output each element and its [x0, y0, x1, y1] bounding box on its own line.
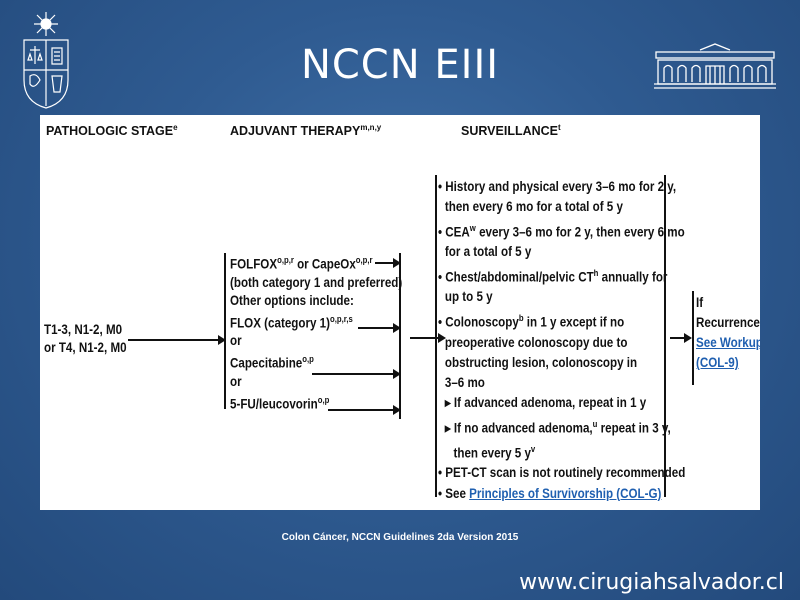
outcome-text: If Recurrence, See Workup (COL-9): [696, 293, 760, 373]
see-workup-link[interactable]: See Workup: [696, 335, 760, 350]
arrow-surveillance-to-outcome: [670, 333, 692, 343]
university-crest-logo: [23, 12, 69, 109]
surveillance-bracket: [435, 175, 437, 497]
surveillance-list: • History and physical every 3–6 mo for …: [438, 179, 686, 501]
outcome-bracket: [692, 291, 694, 385]
citation: Colon Cáncer, NCCN Guidelines 2da Versio…: [281, 532, 519, 543]
slide-title: NCCN EIII: [300, 42, 500, 88]
header-pathologic-stage: PATHOLOGIC STAGEe: [46, 123, 178, 139]
arrow-folfox: [375, 258, 401, 268]
stage-text: T1-3, N1-2, M0 or T4, N1-2, M0: [44, 322, 127, 355]
header-adjuvant-therapy: ADJUVANT THERAPYm,n,y: [230, 123, 382, 139]
therapy-bracket: [224, 253, 226, 409]
hospital-building-logo: [654, 43, 776, 89]
therapy-options: FOLFOXo,p,r or CapeOxo,p,r (both categor…: [230, 255, 403, 411]
arrow-stage-to-therapy: [128, 335, 226, 345]
header-surveillance: SURVEILLANCEt: [461, 123, 561, 139]
survivorship-link[interactable]: Principles of Survivorship (COL-G): [469, 485, 662, 501]
col9-link[interactable]: (COL-9): [696, 355, 739, 370]
arrow-flox: [358, 323, 401, 333]
arrow-fu-leucovorin: [328, 405, 401, 415]
arrow-therapy-to-surveillance: [410, 333, 446, 343]
therapy-right-bracket: [399, 253, 401, 419]
nccn-guideline-table: PATHOLOGIC STAGEe ADJUVANT THERAPYm,n,y …: [40, 115, 760, 510]
website-url: www.cirugiahsalvador.cl: [519, 570, 784, 595]
surveillance-right-bracket: [664, 175, 666, 497]
arrow-capecitabine: [312, 369, 401, 379]
